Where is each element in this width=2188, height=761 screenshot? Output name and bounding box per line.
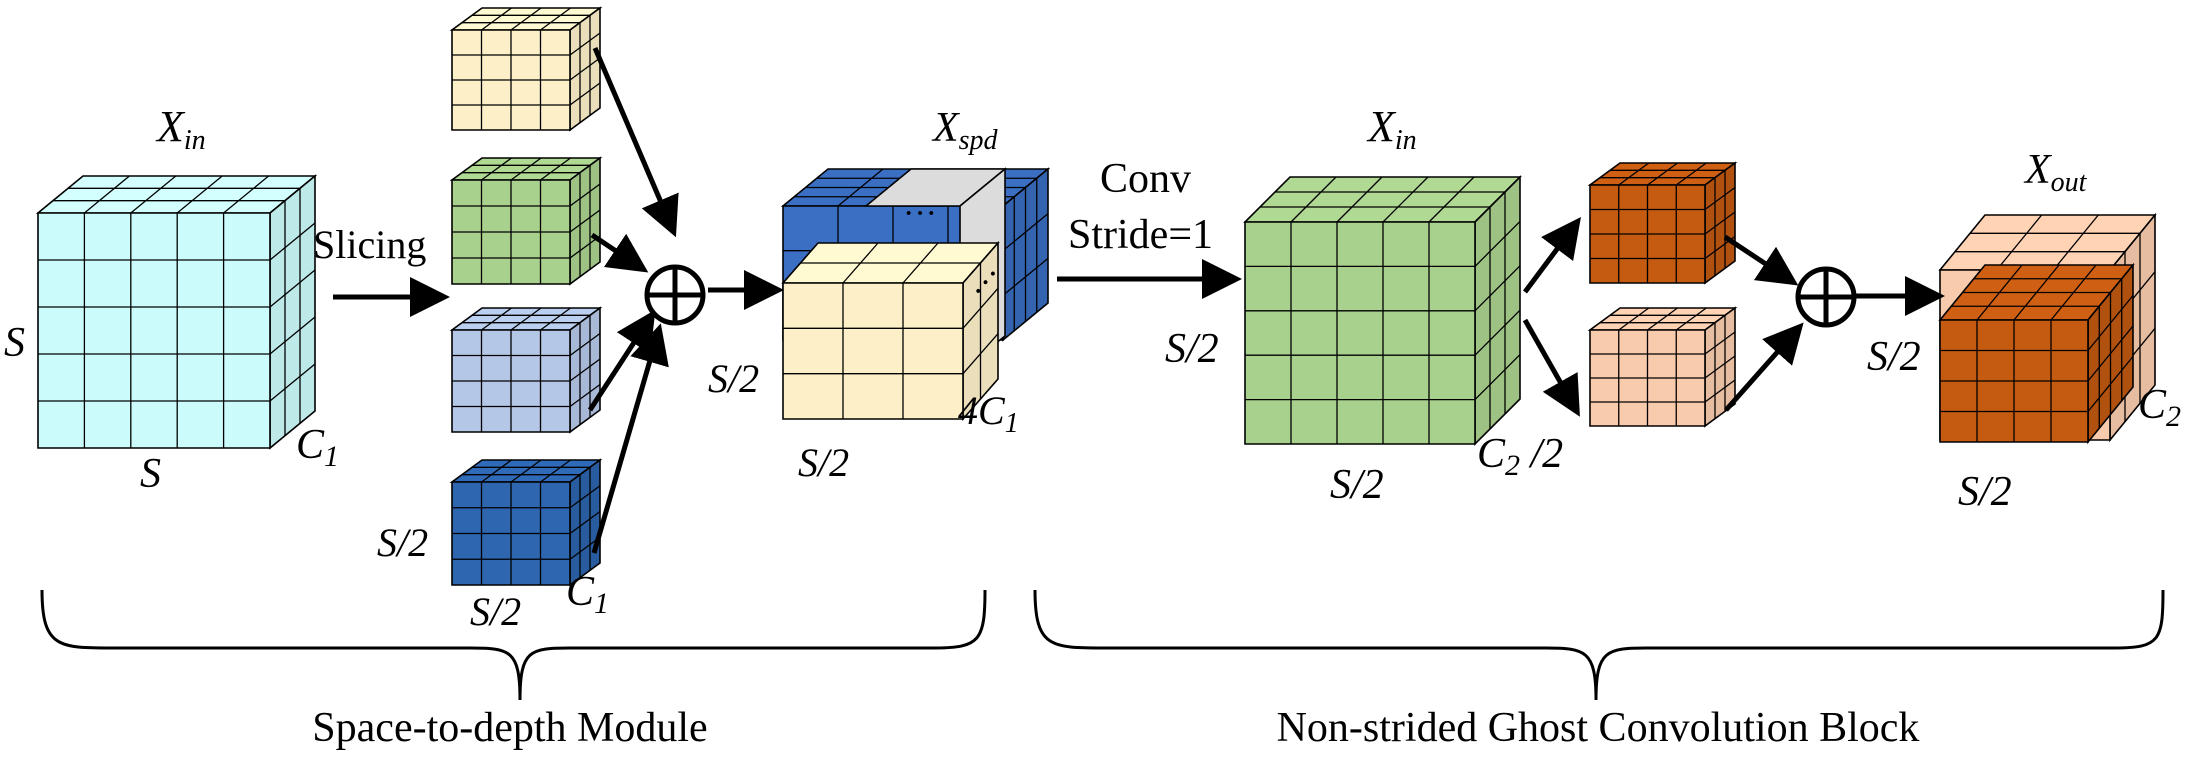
- conv-label: Conv: [1100, 156, 1191, 202]
- slice-cube-blue: [449, 458, 603, 587]
- stride-label: Stride=1: [1068, 212, 1213, 258]
- s2-green-bottom-label: S/2: [1330, 462, 1384, 508]
- s2-spd-side-label: S/2: [708, 356, 759, 401]
- add-operator-left: [644, 264, 706, 326]
- out-cube-orange: [1938, 262, 2135, 445]
- conv-output-cube-top: [1243, 176, 1522, 223]
- input-cube: [35, 174, 318, 450]
- slice-cube-lavender: [449, 306, 603, 434]
- input-cube-side: [269, 174, 316, 450]
- slicing-label: Slicing: [313, 222, 426, 267]
- brace-right: [1033, 589, 2165, 701]
- s-bottom-label: S: [140, 451, 161, 497]
- s2-spd-bottom-label: S/2: [798, 440, 849, 485]
- s2-slice-bottom-label: S/2: [470, 589, 521, 634]
- arrow-peach-to-add: [1724, 322, 1804, 412]
- ghost-conv-block-label: Non-strided Ghost Convolution Block: [1277, 705, 1920, 751]
- c2-out-label: C2: [2138, 382, 2181, 433]
- labels: Xin Slicing S S C1 S/2 S/2 C1 Xspd S/2 S…: [4, 102, 2181, 751]
- conv-output-cube: [1243, 175, 1522, 446]
- c1-input-label: C1: [296, 422, 339, 473]
- input-cube-top: [35, 175, 318, 214]
- spd-cube-yellow-front: [782, 282, 964, 420]
- arrow-blue-to-add: [591, 323, 669, 554]
- arrow-yellow-to-add: [592, 47, 679, 238]
- arrows: [333, 47, 1945, 554]
- s2-out-side-label: S/2: [1867, 334, 1921, 380]
- s2-out-bottom-label: S/2: [1958, 469, 2012, 515]
- spd-ellipsis-top: ···: [903, 195, 937, 232]
- ghost-cube-orange: [1587, 161, 1738, 285]
- c2-half-label: C2 /2: [1477, 431, 1563, 482]
- slice-cube-yellow: [449, 6, 603, 132]
- c1-spd-label: 4C1: [958, 388, 1019, 439]
- ghost-cube-peach: [1587, 306, 1738, 428]
- xin-right-label: Xin: [1366, 102, 1417, 156]
- brace-left: [40, 589, 987, 701]
- c1-slice-label: C1: [566, 569, 609, 620]
- conv-output-cube-front: [1244, 221, 1476, 445]
- xout-label: Xout: [2023, 147, 2088, 198]
- s2-green-side-label: S/2: [1165, 326, 1219, 372]
- arrow-green-to-add: [590, 232, 649, 273]
- tensor-cubes: [35, 6, 2157, 587]
- conv-output-cube-side: [1474, 175, 1521, 446]
- arrow-to-peach: [1522, 318, 1580, 417]
- arrow-to-orange: [1522, 216, 1581, 294]
- slice-cube-green: [449, 156, 603, 286]
- spd-cube-yellow: [781, 240, 1000, 422]
- space-to-depth-module-label: Space-to-depth Module: [312, 705, 707, 751]
- s2-slice-side-label: S/2: [377, 520, 428, 565]
- s-left-label: S: [4, 320, 25, 366]
- add-operator-right: [1795, 266, 1857, 328]
- xin-left-label: Xin: [155, 102, 206, 156]
- input-cube-front: [37, 212, 271, 449]
- xspd-label: Xspd: [931, 105, 999, 156]
- arrow-orange-to-add: [1723, 234, 1799, 286]
